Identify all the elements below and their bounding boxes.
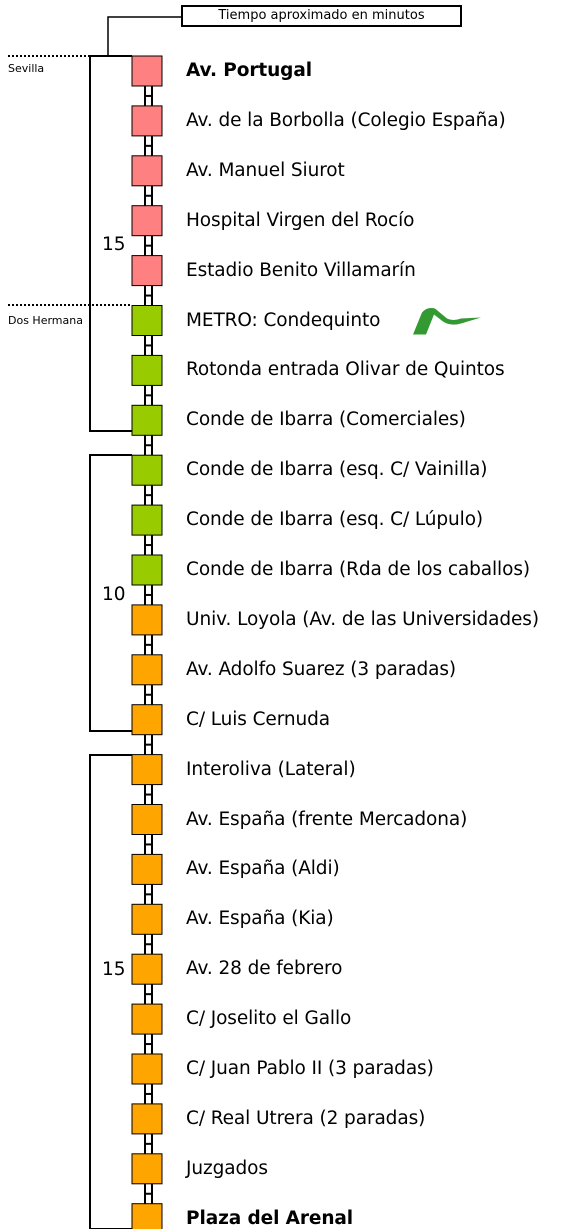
stop-label: Av. Manuel Siurot [186,159,345,181]
stop-marker [131,604,163,636]
stop-marker [131,404,163,436]
stop-marker [131,1103,163,1135]
legend-note-box: Tiempo aproximado en minutos [181,5,462,27]
stop-marker [131,654,163,686]
zone-label-sevilla: Sevilla [8,62,45,75]
stop-label: Estadio Benito Villamarín [186,259,416,281]
zone-label-dos-hermanas: Dos Hermana [8,314,83,327]
stop-label: Interoliva (Lateral) [186,758,356,780]
time-brackets [89,16,181,1229]
stop-marker [131,804,163,835]
stop-marker [131,55,163,87]
stop-marker [131,354,163,386]
bracket-segment-3 [89,754,132,1229]
stop-marker [131,255,163,287]
stop-marker [131,504,163,536]
legend-note-text: Tiempo aproximado en minutos [218,8,425,23]
stop-label: Av. Adolfo Suarez (3 paradas) [186,658,456,680]
stop-label: Av. 28 de febrero [186,958,343,980]
segment-time-1: 15 [102,234,126,255]
stop-marker [131,1153,163,1185]
stop-label: Rotonda entrada Olivar de Quintos [186,359,505,381]
route-connectors [144,86,153,1204]
stop-marker [131,105,163,137]
stop-label: Av. España (Aldi) [186,858,340,880]
legend-leader-line [107,16,181,56]
stop-label: Univ. Loyola (Av. de las Universidades) [186,608,539,630]
stop-markers [131,55,163,1229]
stop-marker [131,305,163,336]
metro-logo-icon [413,308,481,335]
stop-marker [131,754,163,786]
stop-marker [131,953,163,985]
stop-label: Av. Portugal [186,60,312,81]
stop-label: C/ Joselito el Gallo [186,1008,352,1030]
stop-label: Conde de Ibarra (esq. C/ Vainilla) [186,459,488,481]
stop-label: Plaza del Arenal [186,1207,354,1229]
stop-marker [131,903,163,935]
stop-label: C/ Luis Cernuda [186,708,331,730]
stop-marker [131,1203,163,1229]
stop-label: C/ Juan Pablo II (3 paradas) [186,1058,434,1079]
stop-label: Av. de la Borbolla (Colegio España) [186,109,506,131]
stop-label: Juzgados [186,1157,268,1179]
segment-time-3: 15 [102,959,126,980]
segment-time-2: 10 [102,584,126,605]
stop-marker [131,554,163,586]
stop-label: C/ Real Utrera (2 paradas) [186,1107,426,1129]
icons-layer [413,308,481,335]
stop-label: Conde de Ibarra (esq. C/ Lúpulo) [186,509,484,531]
zone-boundary-lines [8,55,132,306]
stop-label: Hospital Virgen del Rocío [186,209,415,231]
stop-label: METRO: Condequinto [186,309,381,331]
stop-marker [131,1003,163,1035]
stop-label: Conde de Ibarra (Rda de los caballos) [186,559,530,580]
stop-label: Av. España (frente Mercadona) [186,808,468,830]
bracket-segment-2 [89,454,132,732]
stop-marker [131,1053,163,1085]
stop-label: Conde de Ibarra (Comerciales) [186,409,466,431]
stop-marker [131,853,163,885]
stop-marker [131,454,163,486]
stop-marker [131,205,163,237]
stop-marker [131,704,163,736]
stop-label: Av. España (Kia) [186,908,334,930]
stop-marker [131,155,163,187]
bracket-segment-1 [89,55,132,432]
